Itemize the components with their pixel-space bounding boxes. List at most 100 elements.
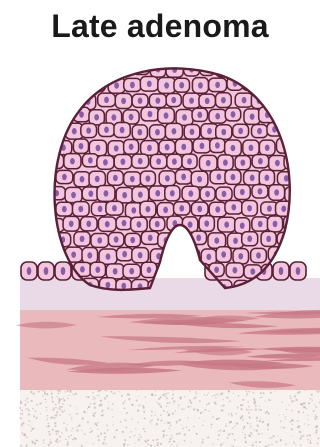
nucleus <box>35 98 40 104</box>
nucleus <box>54 97 59 103</box>
nucleus <box>165 144 170 150</box>
nucleus <box>224 221 229 227</box>
nucleus <box>300 81 305 87</box>
nucleus <box>221 251 226 257</box>
nucleus <box>45 80 50 86</box>
nucleus <box>205 191 210 197</box>
nucleus <box>79 143 84 149</box>
nucleus <box>275 98 280 104</box>
nucleus <box>207 128 212 134</box>
nucleus <box>247 236 252 242</box>
nucleus <box>258 68 263 74</box>
nucleus <box>291 128 296 134</box>
nucleus <box>96 145 101 151</box>
nucleus <box>35 65 40 71</box>
nucleus <box>43 236 48 242</box>
nucleus <box>274 189 279 195</box>
nucleus <box>204 220 209 226</box>
nucleus <box>35 157 40 163</box>
polyp-cell <box>276 107 293 120</box>
nucleus <box>148 111 153 117</box>
polyp-cell <box>29 94 45 108</box>
nucleus <box>129 268 134 274</box>
nucleus <box>104 97 109 103</box>
nucleus <box>250 175 255 181</box>
polyp-cell <box>30 217 47 232</box>
polyp-cell <box>82 62 99 77</box>
polyp-cell <box>159 263 176 278</box>
nucleus <box>264 175 269 181</box>
nucleus <box>215 113 220 119</box>
polyp-cell <box>114 61 131 77</box>
nucleus <box>36 221 41 227</box>
polyp-cell <box>293 201 311 215</box>
polyp-cell <box>65 63 82 77</box>
nucleus <box>131 207 136 213</box>
polyp-cell <box>40 139 57 154</box>
nucleus <box>130 82 135 88</box>
nucleus <box>111 114 116 120</box>
nucleus <box>114 82 119 88</box>
adenoma-polyp-icon <box>29 61 311 296</box>
polyp-cell <box>294 171 310 187</box>
nucleus <box>279 267 284 275</box>
nucleus <box>238 253 243 259</box>
nucleus <box>138 158 143 164</box>
nucleus <box>80 176 85 182</box>
nucleus <box>45 112 50 118</box>
nucleus <box>44 267 49 275</box>
nucleus <box>221 129 226 135</box>
nucleus <box>61 80 66 86</box>
nucleus <box>240 189 245 195</box>
polyp-cell <box>31 124 46 138</box>
nucleus <box>163 207 168 213</box>
polyp-cell <box>39 76 55 91</box>
nucleus <box>104 190 109 196</box>
polyp-cell <box>268 63 286 76</box>
nucleus <box>146 206 151 212</box>
nucleus <box>258 188 263 194</box>
nucleus <box>138 191 143 197</box>
nucleus <box>98 206 103 212</box>
nucleus <box>240 222 245 228</box>
polyp-cell <box>165 248 182 262</box>
nucleus <box>179 82 184 88</box>
nucleus <box>147 267 152 273</box>
nucleus <box>266 82 271 88</box>
nucleus <box>215 82 220 88</box>
nucleus <box>197 176 202 182</box>
nucleus <box>88 190 93 196</box>
polyp-cell <box>175 265 192 280</box>
smooth-muscle-layer <box>16 308 320 390</box>
nucleus <box>296 267 301 275</box>
nucleus <box>122 192 127 198</box>
nucleus <box>121 98 126 104</box>
polyp-cell <box>269 93 286 109</box>
nucleus <box>187 158 192 164</box>
nucleus <box>172 158 177 164</box>
nucleus <box>181 174 186 180</box>
nucleus <box>299 205 304 211</box>
nucleus <box>189 253 194 259</box>
nucleus <box>145 175 150 181</box>
nucleus <box>113 175 118 181</box>
polyp-cell <box>260 79 277 92</box>
polyp-cell <box>293 232 311 246</box>
nucleus <box>222 191 227 197</box>
nucleus <box>232 267 237 273</box>
nucleus <box>86 221 91 227</box>
nucleus <box>86 127 91 133</box>
nucleus <box>256 252 261 258</box>
nucleus <box>122 251 127 257</box>
nucleus <box>94 114 99 120</box>
nucleus <box>199 268 204 274</box>
nucleus <box>155 221 160 227</box>
nucleus <box>147 81 152 87</box>
nucleus <box>216 174 221 180</box>
polyp-cell <box>29 154 45 167</box>
nucleus <box>137 221 142 227</box>
nucleus <box>274 67 279 73</box>
nucleus <box>258 221 263 227</box>
nucleus <box>155 129 160 135</box>
nucleus <box>172 128 177 134</box>
